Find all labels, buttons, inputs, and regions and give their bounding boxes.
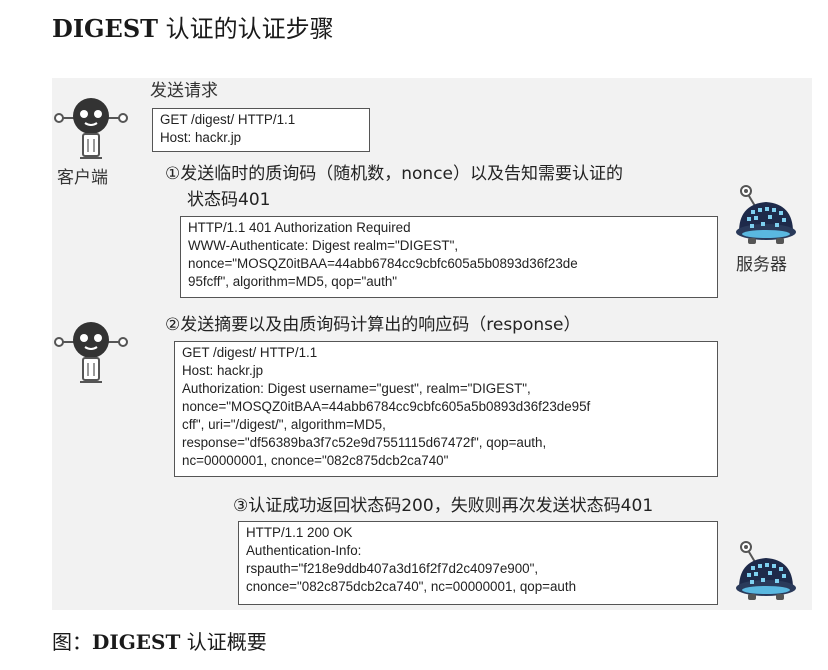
request2-line: cff", uri="/digest/", algorithm=MD5, (182, 417, 386, 432)
request2-line: Authorization: Digest username="guest", … (182, 381, 531, 396)
request1-box: GET /digest/ HTTP/1.1 Host: hackr.jp (152, 108, 370, 152)
response1-line: HTTP/1.1 401 Authorization Required (188, 220, 411, 235)
server-robot-icon (736, 185, 796, 244)
request2-box: GET /digest/ HTTP/1.1 Host: hackr.jp Aut… (174, 341, 718, 477)
request1-line: Host: hackr.jp (160, 130, 242, 145)
response2-line: cnonce="082c875dcb2ca740", nc=00000001, … (246, 579, 577, 594)
request2-line: Host: hackr.jp (182, 363, 264, 378)
title-rest: 认证的认证步骤 (158, 15, 334, 43)
request2-line: GET /digest/ HTTP/1.1 (182, 345, 318, 360)
step1-line1: ①发送临时的质询码（随机数，nonce）以及告知需要认证的 (165, 164, 623, 184)
response1-line: WWW-Authenticate: Digest realm="DIGEST", (188, 238, 459, 253)
response2-line: rspauth="f218e9ddb407a3d16f2f7d2c4097e90… (246, 561, 539, 576)
server-robot-icon (736, 541, 796, 600)
response2-box: HTTP/1.1 200 OK Authentication-Info: rsp… (238, 521, 718, 605)
response1-box: HTTP/1.1 401 Authorization Required WWW-… (180, 216, 718, 298)
page-title: DIGEST 认证的认证步骤 (52, 12, 334, 46)
send-request-label: 发送请求 (150, 81, 218, 101)
step3-text: ③认证成功返回状态码200，失败则再次发送状态码401 (233, 496, 654, 516)
request1-line: GET /digest/ HTTP/1.1 (160, 112, 296, 127)
step1-line2: 状态码401 (187, 190, 271, 210)
step2-text: ②发送摘要以及由质询码计算出的响应码（response） (165, 315, 581, 335)
response2-line: Authentication-Info: (246, 543, 362, 558)
request2-line: response="df56389ba3f7c52e9d7551115d6747… (182, 435, 547, 450)
request2-line: nc=00000001, cnonce="082c875dcb2ca740" (182, 453, 449, 468)
response1-line: 95fcff", algorithm=MD5, qop="auth" (188, 274, 398, 289)
step1-text: ①发送临时的质询码（随机数，nonce）以及告知需要认证的 状态码401 (165, 161, 623, 213)
client-label: 客户端 (57, 168, 108, 188)
client-robot-icon (54, 98, 128, 159)
caption-bold: DIGEST (92, 630, 181, 654)
request2-line: nonce="MOSQZ0itBAA=44abb6784cc9cbfc605a5… (182, 399, 591, 414)
response2-line: HTTP/1.1 200 OK (246, 525, 353, 540)
client-robot-icon (54, 322, 128, 383)
caption-rest: 认证概要 (180, 630, 267, 654)
response1-line: nonce="MOSQZ0itBAA=44abb6784cc9cbfc605a5… (188, 256, 578, 271)
server-label: 服务器 (736, 255, 787, 275)
caption-prefix: 图： (52, 630, 92, 654)
title-bold: DIGEST (52, 14, 159, 43)
figure-caption: 图：DIGEST 认证概要 (52, 627, 267, 657)
